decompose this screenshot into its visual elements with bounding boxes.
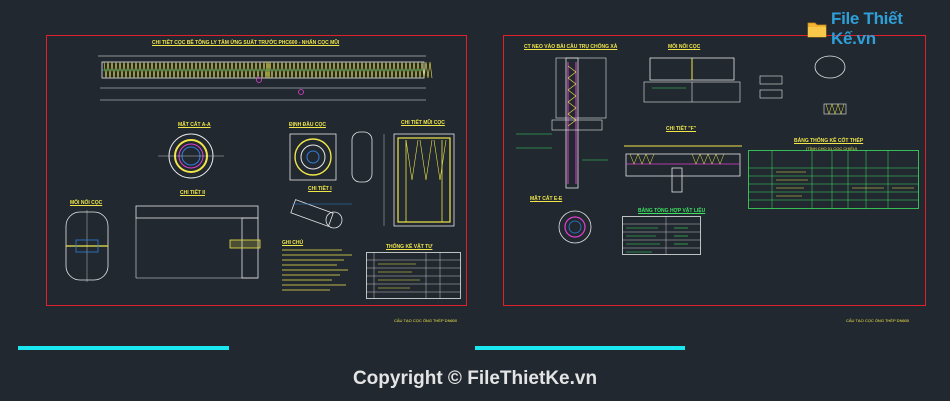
detail-i-drawing: [290, 199, 352, 229]
drawing-sheet-right: [503, 35, 926, 306]
sheet-divider-left: [18, 346, 229, 350]
brand-logo[interactable]: File Thiết Kế.vn: [806, 9, 950, 48]
title-splice-left: MỐI NỐI CỌC: [70, 200, 103, 206]
title-detail-f: CHI TIẾT "F": [666, 126, 697, 132]
brand-logo-text: File Thiết Kế.vn: [831, 9, 903, 48]
title-notes: GHI CHÚ: [282, 240, 304, 246]
title-detail-i: CHI TIẾT I: [308, 186, 332, 192]
title-detail-ii: CHI TIẾT II: [180, 190, 205, 196]
title-pile-elevation: CHI TIẾT CỌC BÊ TÔNG LY TÂM ỨNG SUẤT TRƯ…: [152, 40, 340, 46]
title-pile-head: ĐỊNH ĐẦU CỌC: [289, 122, 326, 128]
notes-text-block: [282, 249, 352, 291]
title-splice-right: MỐI NỐI CỌC: [668, 44, 701, 50]
steel-stats-subtitle: (TÍNH CHO 01 CỌC CHIỀU): [806, 146, 858, 151]
section-ee-drawing: [558, 210, 592, 244]
splice-drawing-left: [65, 210, 109, 282]
detail-f-drawing: [624, 145, 742, 193]
title-steel-stats: BẢNG THỐNG KÊ CỐT THÉP: [794, 138, 864, 144]
pile-tip-drawing: [351, 131, 455, 227]
stamp-left: CẤU TẠO CỌC ỐNG THÉP DN600: [394, 318, 458, 323]
section-aa-drawing: [158, 133, 224, 179]
summary-table: [622, 216, 701, 255]
ring-detail-drawing: [814, 55, 846, 79]
material-stats-table: [366, 252, 461, 299]
pile-head-connection-drawing: [516, 57, 608, 189]
detail-ii-drawing: [135, 205, 261, 279]
title-section-aa: MẶT CẮT A-A: [178, 122, 211, 128]
stamp-right: CẤU TẠO CỌC ỐNG THÉP DN600: [846, 318, 910, 323]
title-pile-head-connection: CT NEO VÀO BÀI CẦU TRỤ CHỐNG XÀ: [524, 44, 618, 50]
title-pile-tip-detail: CHI TIẾT MŨI CỌC: [401, 120, 445, 126]
title-summary-table: BẢNG TỔNG HỢP VẬT LIỆU: [638, 208, 706, 214]
sheet-divider-right: [475, 346, 685, 350]
pile-head-drawing: [289, 133, 337, 181]
splice-drawing-right: [643, 57, 741, 103]
folder-icon: [807, 22, 827, 38]
copyright-footer: Copyright © FileThietKe.vn: [352, 368, 598, 389]
drawing-sheet-left: [46, 35, 467, 306]
title-section-ee: MẶT CẮT E-E: [530, 196, 563, 202]
title-material-stats: THỐNG KÊ VẬT TƯ: [386, 244, 433, 250]
steel-stats-table: [748, 150, 919, 209]
pile-elevation-drawing: [98, 55, 433, 101]
clip-detail-drawing: [759, 75, 847, 115]
